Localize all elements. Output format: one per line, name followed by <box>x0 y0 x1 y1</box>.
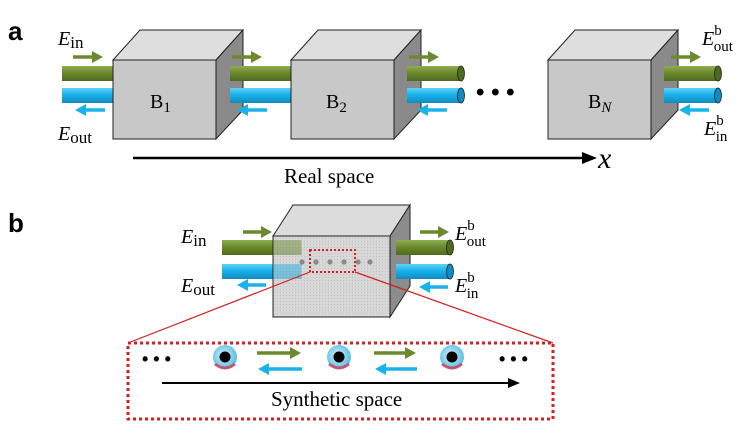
block-2: B2 <box>289 28 423 141</box>
connector-2-out <box>407 51 465 116</box>
coupling-arrows-2 <box>374 347 417 375</box>
synthetic-cube <box>272 203 411 319</box>
panel-b-input-arrow <box>243 226 272 238</box>
coupling-arrows-1 <box>257 347 302 375</box>
panel-b-input-label: Ein <box>180 226 207 250</box>
panel-a-ellipsis: • • • <box>476 79 515 106</box>
svg-text:Eout: Eout <box>57 123 92 147</box>
panel-a-output-arrow <box>75 104 105 116</box>
block-n: BN <box>546 28 680 141</box>
zoom-selection-box <box>309 249 356 273</box>
block-1: B1 <box>111 28 245 141</box>
real-space-axis-label: Real space <box>284 164 374 188</box>
synthetic-space-box <box>126 341 555 421</box>
synthetic-atom-1 <box>213 345 237 370</box>
cube-atom-chain <box>299 259 373 265</box>
zoom-guide-lines <box>127 271 554 344</box>
svg-text:Eout: Eout <box>180 275 215 299</box>
svg-text:Ein: Ein <box>57 28 84 52</box>
panel-b: b Ein Eout <box>8 203 555 421</box>
real-space-axis <box>133 152 597 164</box>
synthetic-space-axis-label: Synthetic space <box>271 387 402 411</box>
panel-b-output-arrow <box>237 279 266 291</box>
panel-a: a Ein Eout B1 <box>8 16 734 188</box>
synthetic-right-dots: • • • <box>499 349 528 369</box>
synthetic-left-dots: • • • <box>142 349 171 369</box>
connector-1-2 <box>230 51 292 116</box>
panel-b-right-waveguides <box>396 226 454 293</box>
block-1-label: B1 <box>150 91 171 116</box>
panel-a-label: a <box>8 16 23 46</box>
panel-b-output-label: Eout <box>180 275 215 299</box>
panel-b-label: b <box>8 208 24 238</box>
block-2-label: B2 <box>326 91 347 116</box>
panel-a-left-blue-waveguide <box>62 88 116 103</box>
panel-a-input-label: Ein <box>57 28 84 52</box>
panel-a-input-arrow <box>73 51 103 63</box>
panel-a-output-label: Eout <box>57 123 92 147</box>
svg-text:Ein: Ein <box>180 226 207 250</box>
synthetic-atom-3 <box>440 345 464 370</box>
synthetic-atom-2 <box>327 345 351 370</box>
panel-a-left-green-waveguide <box>62 66 116 81</box>
synthetic-space-axis <box>162 378 520 388</box>
panel-a-right-waveguides <box>664 51 722 116</box>
real-space-axis-var: x <box>597 142 612 175</box>
block-n-label: BN <box>588 91 612 116</box>
